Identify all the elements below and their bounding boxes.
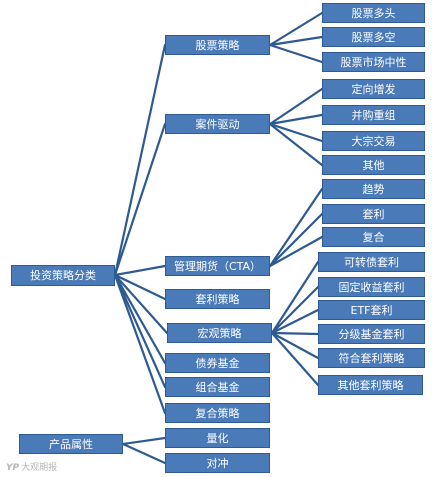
leaf-convertible-arbitrage: 可转债套利 [318, 252, 425, 272]
connector-line [268, 187, 324, 268]
leaf-stock-long: 股票多头 [322, 3, 425, 23]
leaf-market-neutral: 股票市场中性 [322, 52, 425, 72]
leaf-private-placement: 定向增发 [322, 79, 425, 99]
connector-line [268, 35, 324, 47]
connector-line [121, 442, 167, 465]
macro-connectors [270, 260, 320, 387]
node-managed-futures: 管理期货（CTA） [165, 256, 270, 276]
connector-line [113, 273, 167, 415]
node-fof: 组合基金 [165, 377, 270, 397]
leaf-fixed-income-arbitrage: 固定收益套利 [318, 277, 425, 297]
connector-line [113, 122, 167, 277]
leaf-etf-arbitrage: ETF套利 [318, 300, 425, 320]
leaf-event-other: 其他 [322, 155, 425, 175]
root-connectors [113, 43, 169, 415]
connector-line [268, 212, 324, 268]
stock-connectors [268, 11, 324, 64]
connector-line [270, 285, 320, 335]
node-hedge: 对冲 [165, 453, 270, 473]
connector-line [268, 122, 324, 167]
connector-line [113, 273, 169, 335]
node-quant: 量化 [165, 428, 270, 448]
watermark-text: 大观期报 [21, 463, 58, 473]
node-arbitrage-strategy: 套利策略 [165, 289, 270, 309]
cta-connectors [268, 187, 324, 268]
leaf-stock-long-short: 股票多空 [322, 27, 425, 47]
leaf-cta-arbitrage: 套利 [322, 204, 425, 224]
node-composite-strategy: 复合策略 [165, 403, 270, 423]
connector-line [270, 331, 320, 387]
leaf-cta-composite: 复合 [322, 227, 425, 247]
node-root: 投资策略分类 [11, 265, 115, 286]
node-event-driven: 案件驱动 [165, 114, 270, 134]
leaf-trend: 趋势 [322, 179, 425, 199]
node-stock-strategy: 股票策略 [165, 35, 270, 55]
connector-line [268, 87, 324, 126]
connector-line [121, 436, 167, 446]
connector-line [268, 235, 324, 268]
connector-line [270, 331, 320, 360]
leaf-structured-fund-arbitrage: 分级基金套利 [318, 324, 425, 344]
watermark-logo: YP [6, 463, 20, 473]
event-connectors [268, 87, 324, 167]
leaf-mna: 并购重组 [322, 105, 425, 125]
product-connectors [121, 436, 167, 465]
connector-line [113, 264, 167, 277]
node-product: 产品属性 [19, 434, 123, 454]
connector-line [270, 331, 320, 336]
connector-line [113, 43, 167, 277]
connector-line [268, 122, 324, 143]
leaf-block-trade: 大宗交易 [322, 131, 425, 151]
leaf-compliant-arbitrage: 符合套利策略 [318, 348, 425, 368]
connector-line [270, 260, 320, 335]
node-bond-fund: 债券基金 [165, 353, 270, 373]
connector-line [268, 113, 324, 126]
leaf-other-arbitrage: 其他套利策略 [318, 375, 423, 395]
connector-line [113, 273, 167, 365]
connector-line [113, 273, 167, 301]
connector-line [268, 43, 324, 64]
connector-line [270, 308, 320, 335]
node-macro-strategy: 宏观策略 [167, 323, 272, 343]
connector-line [113, 273, 167, 389]
connector-line [268, 11, 324, 47]
